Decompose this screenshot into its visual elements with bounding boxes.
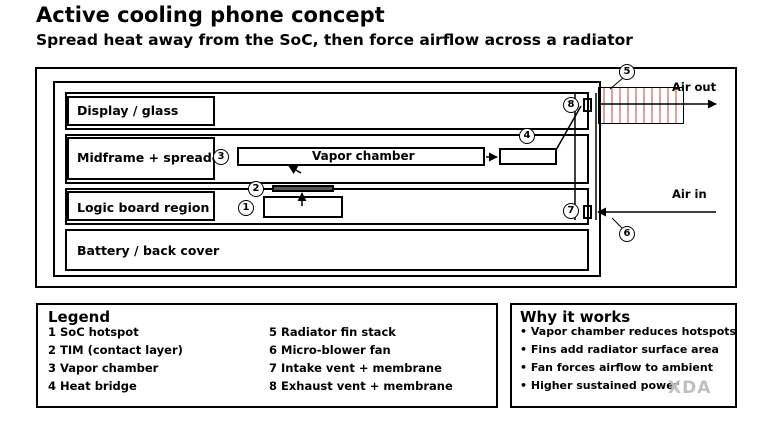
layer-midframe-label: Midframe + spreader [77, 150, 227, 165]
why-panel [510, 303, 737, 408]
marker-8: 8 [563, 97, 579, 113]
marker-5: 5 [619, 64, 635, 80]
radiator-fin-stack [598, 87, 684, 124]
marker-2: 2 [248, 181, 264, 197]
legend-item-1: 1 SoC hotspot [48, 325, 139, 339]
legend-item-7: 7 Intake vent + membrane [269, 361, 442, 375]
bridge-to-vent-line [555, 105, 582, 151]
marker-6: 6 [619, 226, 635, 242]
legend-item-6: 6 Micro-blower fan [269, 343, 391, 357]
marker-7: 7 [563, 203, 579, 219]
diagram-subtitle: Spread heat away from the SoC, then forc… [36, 31, 633, 49]
layer-display-label-box [67, 96, 215, 126]
legend-item-2: 2 TIM (contact layer) [48, 343, 183, 357]
why-item-3: • Fan forces airflow to ambient [520, 361, 713, 374]
air-out-label: Air out [672, 80, 717, 94]
legend-panel [36, 303, 498, 408]
layer-midframe-row [65, 134, 589, 184]
radiator-fins [603, 88, 677, 123]
why-item-1: • Vapor chamber reduces hotspots [520, 325, 737, 338]
diagram-title: Active cooling phone concept [36, 3, 385, 27]
marker-1: 1 [238, 200, 254, 216]
legend-item-3: 3 Vapor chamber [48, 361, 159, 375]
why-item-4: • Higher sustained power [520, 379, 680, 392]
heat-bridge-block [499, 148, 557, 165]
layer-logic-label: Logic board region [77, 200, 210, 215]
layer-logic-label-box [67, 191, 215, 221]
legend-title: Legend [48, 308, 111, 326]
phone-inner-stack [53, 81, 601, 277]
layer-battery-row [65, 229, 589, 271]
layer-battery-label: Battery / back cover [77, 243, 220, 258]
legend-item-4: 4 Heat bridge [48, 379, 137, 393]
legend-item-5: 5 Radiator fin stack [269, 325, 396, 339]
layer-display-label: Display / glass [77, 103, 179, 118]
diagram-connectors [288, 77, 717, 229]
marker-5-leader [609, 77, 624, 90]
tim-contact-layer [272, 185, 334, 192]
marker-3: 3 [213, 149, 229, 165]
vapor-chamber-label: Vapor chamber [312, 149, 415, 163]
xda-watermark-logo: XDA [668, 378, 712, 398]
intake-vent [583, 205, 592, 219]
why-item-2: • Fins add radiator surface area [520, 343, 719, 356]
tim-to-vapor-arrow [288, 165, 302, 174]
phone-outer-frame [35, 67, 737, 288]
air-in-label: Air in [672, 187, 707, 201]
vapor-chamber [237, 147, 485, 166]
legend-item-8: 8 Exhaust vent + membrane [269, 379, 453, 393]
marker-4: 4 [519, 128, 535, 144]
marker-6-leader [611, 217, 623, 229]
exhaust-vent [583, 98, 592, 112]
why-title: Why it works [520, 308, 631, 326]
